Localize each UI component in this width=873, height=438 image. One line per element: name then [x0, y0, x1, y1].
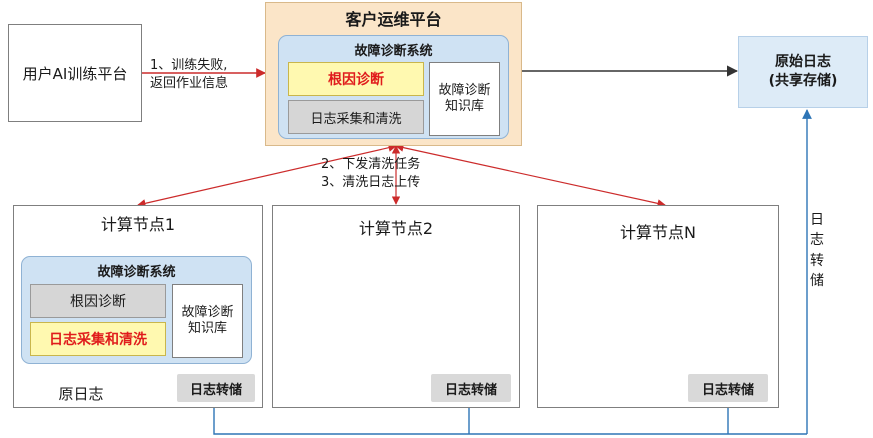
- platform-knowledge-base: 故障诊断知识库: [429, 62, 500, 136]
- compute-node-2: 计算节点2 日志转储: [272, 205, 520, 408]
- customer-ops-platform: 客户运维平台 故障诊断系统 根因诊断 日志采集和清洗 故障诊断知识库: [265, 2, 522, 146]
- log-transfer-bus: [213, 402, 807, 435]
- platform-log-collect-clean: 日志采集和清洗: [288, 100, 424, 134]
- storage-title: 原始日志: [775, 54, 831, 71]
- user-platform-label: 用户AI训练平台: [22, 64, 128, 83]
- nodeN-log-transfer-tag: 日志转储: [688, 374, 768, 402]
- step1-label: 1、训练失败, 返回作业信息: [150, 57, 228, 92]
- step1-label-line2: 返回作业信息: [150, 75, 229, 91]
- customer-platform-title: 客户运维平台: [345, 10, 442, 29]
- platform-root-cause-diagnosis: 根因诊断: [288, 62, 424, 96]
- edge-platform-node1: [137, 143, 397, 208]
- raw-log-shared-storage: 原始日志 (共享存储): [738, 36, 868, 108]
- step2-3-label: 2、下发清洗任务 3、清洗日志上传: [321, 156, 420, 191]
- node2-title: 计算节点2: [358, 219, 434, 238]
- node2-log-transfer-tag: 日志转储: [431, 374, 511, 402]
- node1-root-cause-diagnosis: 根因诊断: [30, 284, 166, 318]
- compute-node-n: 计算节点N 日志转储: [537, 205, 779, 408]
- node1-knowledge-base: 故障诊断知识库: [172, 284, 243, 358]
- node1-log-collect-clean: 日志采集和清洗: [30, 322, 166, 356]
- node1-log-transfer-tag: 日志转储: [177, 374, 255, 402]
- edge-platform-nodeN: [395, 143, 666, 208]
- storage-subtitle: (共享存储): [768, 73, 838, 89]
- step3-label: 3、清洗日志上传: [321, 174, 421, 190]
- node1-raw-log-label: 原日志: [58, 384, 104, 403]
- user-ai-training-platform: 用户AI训练平台: [8, 24, 142, 122]
- log-transfer-vertical-label: 日志转储: [810, 212, 824, 289]
- node1-title: 计算节点1: [100, 215, 176, 234]
- node1-fault-diagnosis-system: 故障诊断系统 根因诊断 日志采集和清洗 故障诊断知识库: [21, 256, 252, 364]
- compute-node-1: 计算节点1 故障诊断系统 根因诊断 日志采集和清洗 故障诊断知识库 原日志 日志…: [13, 205, 263, 408]
- step2-label: 2、下发清洗任务: [321, 157, 421, 172]
- platform-system-title: 故障诊断系统: [354, 43, 433, 59]
- step1-label-line1: 1、训练失败,: [150, 58, 228, 73]
- nodeN-title: 计算节点N: [620, 223, 696, 242]
- platform-fault-diagnosis-system: 故障诊断系统 根因诊断 日志采集和清洗 故障诊断知识库: [278, 35, 509, 139]
- node1-system-title: 故障诊断系统: [97, 264, 176, 280]
